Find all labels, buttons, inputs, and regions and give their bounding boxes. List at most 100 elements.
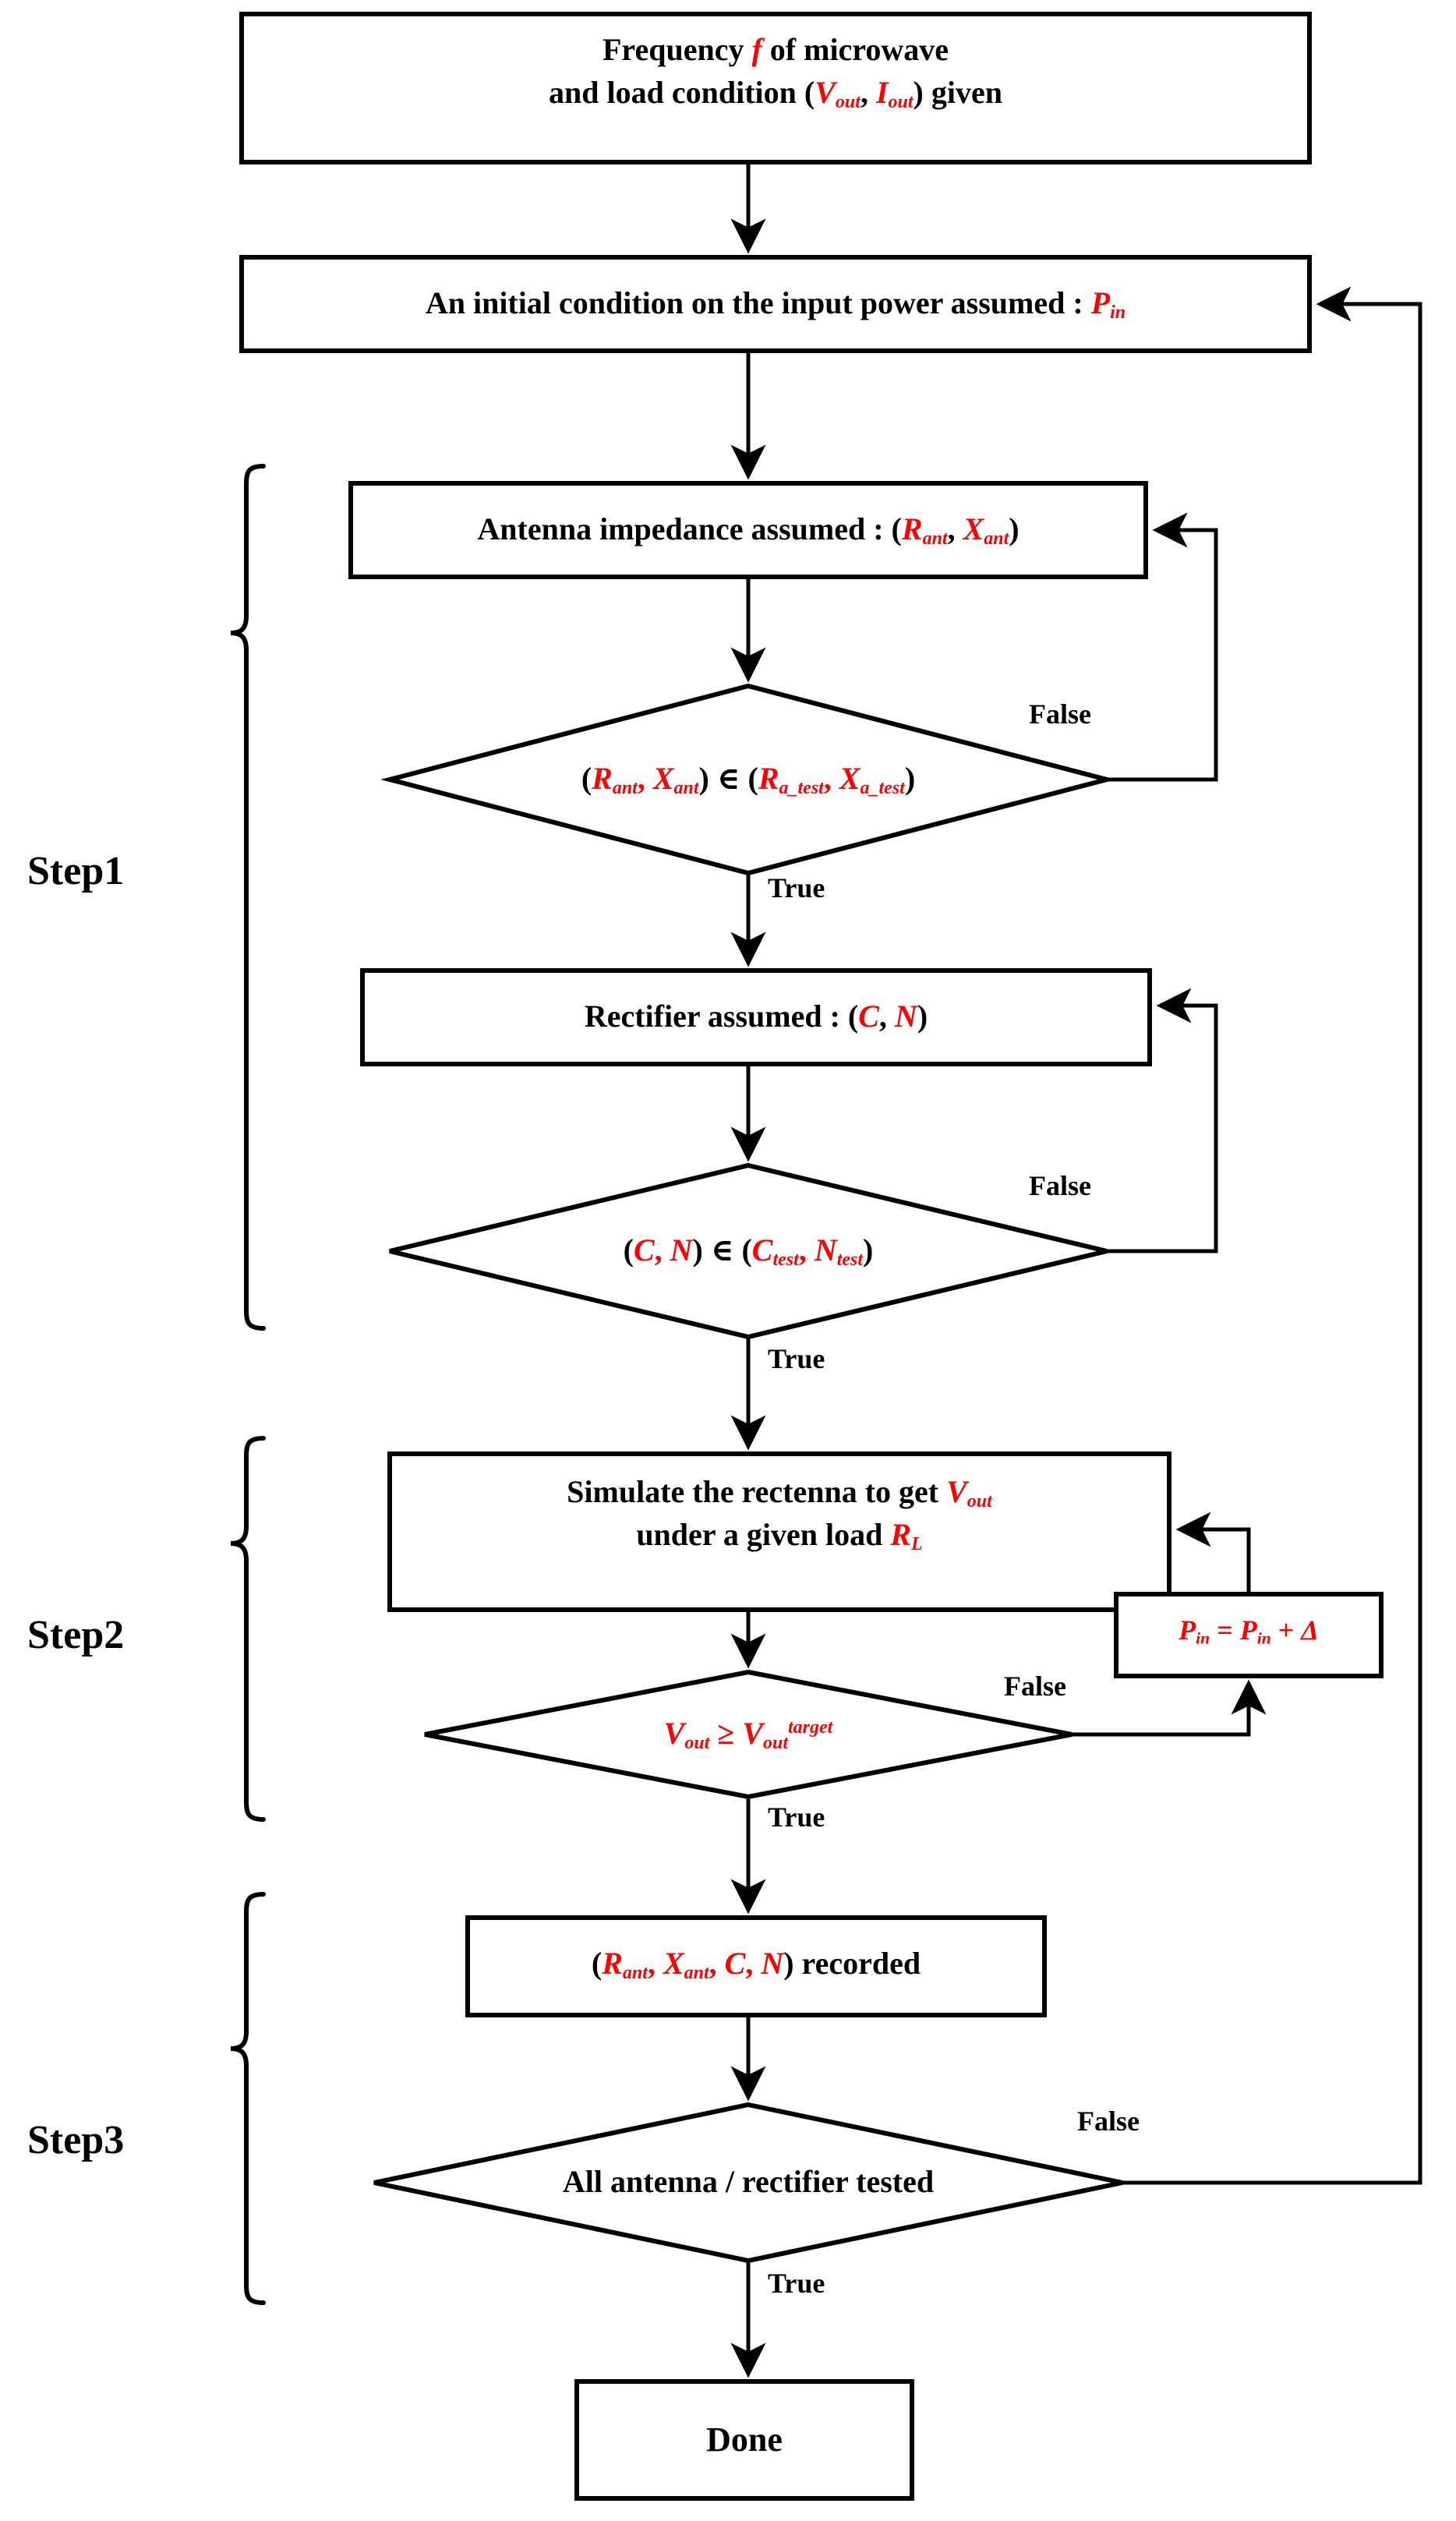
edge-label-voltage-false: False — [1004, 1671, 1066, 1702]
edge-label-rectifier-test-true: True — [768, 1343, 825, 1374]
rectifier-var1: C — [858, 999, 879, 1034]
node-antenna-impedance-label: Antenna impedance assumed : (Rant, Xant) — [351, 511, 1146, 550]
antenna-test-var3: Ra_test — [758, 761, 824, 799]
init-power-prefix: An initial condition on the input power … — [425, 285, 1091, 320]
node-simulate-label: Simulate the rectenna to get Vout under … — [390, 1473, 1169, 1555]
increment-eq: = — [1210, 1614, 1240, 1646]
record-var4: N — [761, 1946, 784, 1981]
start-line2-suffix: ) given — [913, 75, 1002, 111]
antenna-test-sep2: , — [823, 761, 839, 796]
antenna-test-close2: ) — [904, 761, 916, 796]
record-sep3: , — [745, 1946, 762, 1981]
node-done-label: Done — [706, 2420, 783, 2459]
rectifier-test-sep1: , — [654, 1232, 670, 1268]
increment-var1: Pin — [1179, 1614, 1210, 1648]
node-start-label: Frequency f of microwave and load condit… — [242, 31, 1309, 111]
start-line2-var1: Vout — [815, 75, 861, 113]
node-rectifier-label: Rectifier assumed : (C, N) — [362, 998, 1150, 1034]
antenna-mid: , — [947, 511, 963, 546]
antenna-test-var4: Xa_test — [839, 761, 905, 799]
record-var3: C — [724, 1946, 746, 1981]
rectifier-test-open2: ( — [741, 1232, 752, 1268]
antenna-var2: Xant — [963, 511, 1009, 550]
record-sep1: , — [647, 1946, 663, 1981]
node-record — [465, 1915, 1047, 2017]
node-all-tested-label: All antenna / rectifier tested — [562, 2164, 935, 2199]
rectifier-mid: , — [878, 999, 895, 1034]
brace-step3 — [230, 1892, 266, 2305]
antenna-suffix: ) — [1009, 511, 1020, 546]
antenna-test-open2: ( — [747, 761, 758, 796]
edge-label-voltage-true: True — [768, 1801, 825, 1833]
rectifier-test-var2: N — [670, 1232, 693, 1268]
increment-delta: Δ — [1301, 1614, 1319, 1646]
node-start — [239, 12, 1312, 164]
record-var1: Rant — [602, 1946, 648, 1984]
increment-var2: Pin — [1239, 1614, 1271, 1648]
step-label-step2: Step2 — [27, 1613, 125, 1657]
simulate-line1-prefix: Simulate the rectenna to get — [567, 1474, 947, 1509]
start-line2-mid: , — [860, 75, 876, 111]
record-close: ) recorded — [783, 1946, 921, 1981]
node-rectifier-test-label: (C, N) ∈ (Ctest, Ntest) — [390, 1232, 1107, 1271]
node-init-power — [239, 255, 1312, 353]
rectifier-test-open: ( — [623, 1232, 634, 1268]
brace-step2 — [230, 1436, 266, 1822]
antenna-var1: Rant — [901, 511, 948, 550]
node-record-label: (Rant, Xant, C, N) recorded — [468, 1945, 1044, 1982]
antenna-test-sep1: , — [637, 761, 653, 796]
rectifier-test-close2: ) — [863, 1232, 874, 1268]
start-line2-var2: Iout — [875, 75, 914, 113]
start-line2-prefix: and load condition ( — [549, 75, 815, 111]
edge-increment-to-simulate — [1175, 1512, 1251, 1594]
node-increment-power-label: Pin = Pin + Δ — [1116, 1614, 1381, 1646]
record-open: ( — [591, 1946, 603, 1981]
simulate-line2-prefix: under a given load — [636, 1517, 891, 1553]
antenna-test-var2: Xant — [652, 761, 699, 799]
voltage-var2: Vouttarget — [742, 1716, 833, 1754]
rectifier-test-close: ) — [692, 1232, 703, 1268]
start-line1-prefix: Frequency — [603, 32, 752, 67]
step-label-step3: Step3 — [27, 2118, 125, 2162]
start-line1-var: f — [751, 32, 762, 67]
node-antenna-test-label: (Rant, Xant) ∈ (Ra_test, Xa_test) — [390, 760, 1107, 797]
edge-label-antenna-test-true: True — [768, 872, 825, 903]
record-sep2: , — [709, 1946, 725, 1981]
rectifier-test-operator: ∈ — [710, 1232, 734, 1268]
rectifier-suffix: ) — [917, 999, 928, 1034]
simulate-line1-var: Vout — [946, 1474, 992, 1512]
antenna-test-close: ) — [698, 761, 709, 796]
edge-rectifier-test-false — [1107, 988, 1218, 1253]
antenna-test-open: ( — [581, 761, 592, 796]
rectifier-test-var1: C — [633, 1232, 655, 1268]
rectifier-var2: N — [894, 999, 917, 1034]
record-var2: Xant — [663, 1946, 709, 1984]
node-rectifier — [360, 968, 1152, 1066]
edge-label-all-tested-false: False — [1077, 2106, 1140, 2137]
edge-all-tested-false — [1122, 286, 1422, 2185]
brace-step1 — [230, 464, 266, 1331]
node-init-power-label: An initial condition on the input power … — [242, 285, 1309, 324]
edge-label-all-tested-true: True — [768, 2268, 825, 2299]
rectifier-prefix: Rectifier assumed : ( — [584, 999, 859, 1034]
antenna-prefix: Antenna impedance assumed : ( — [477, 511, 902, 546]
simulate-line2-var: RL — [890, 1517, 923, 1555]
edge-antenna-test-false — [1107, 512, 1218, 782]
antenna-test-var1: Rant — [592, 761, 638, 799]
edge-label-rectifier-test-false: False — [1029, 1170, 1091, 1201]
antenna-test-operator: ∈ — [716, 761, 740, 796]
node-simulate — [387, 1451, 1172, 1612]
init-power-var: Pin — [1090, 285, 1126, 324]
rectifier-test-var4: Ntest — [814, 1232, 864, 1271]
increment-plus: + — [1270, 1614, 1302, 1646]
rectifier-test-var3: Ctest — [751, 1232, 799, 1271]
edge-label-antenna-test-false: False — [1029, 698, 1091, 730]
node-voltage-check-label: Vout ≥ Vouttarget — [425, 1715, 1072, 1752]
voltage-operator: ≥ — [717, 1716, 735, 1751]
rectifier-test-sep2: , — [798, 1232, 815, 1268]
node-done — [574, 2379, 914, 2501]
step-label-step1: Step1 — [27, 849, 125, 893]
voltage-var1: Vout — [663, 1716, 710, 1754]
